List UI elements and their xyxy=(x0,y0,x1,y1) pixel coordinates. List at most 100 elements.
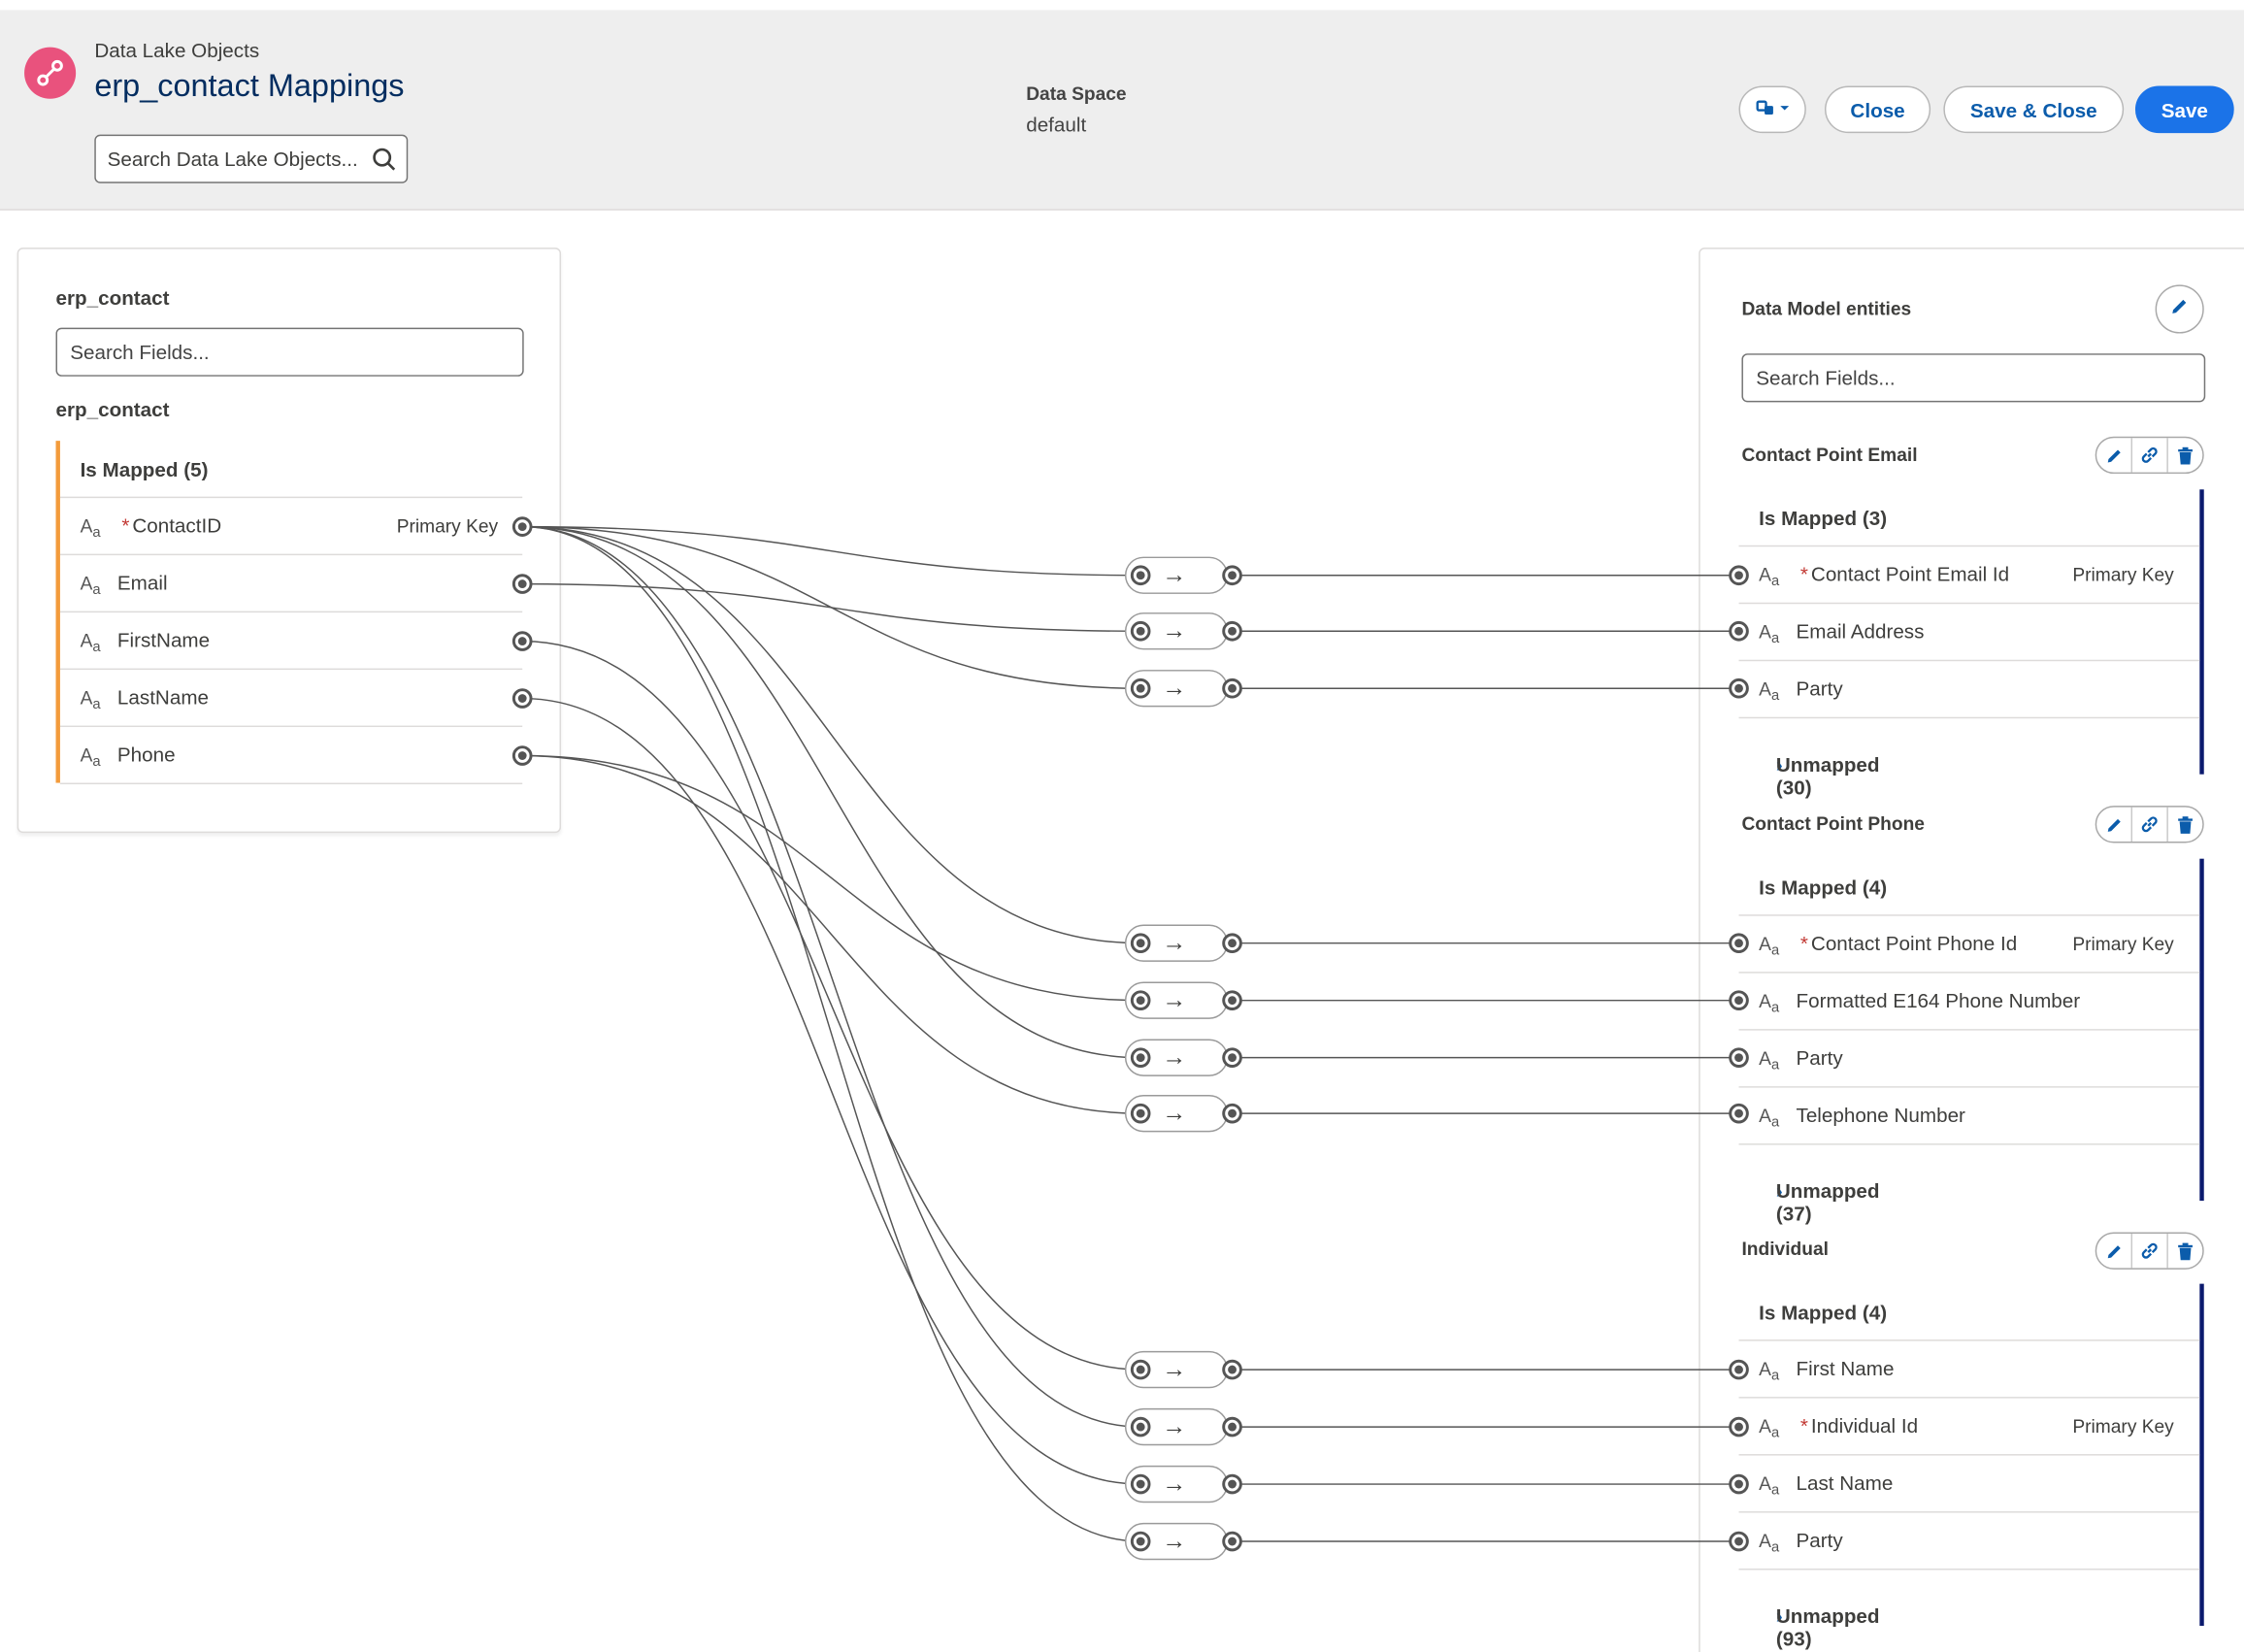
pill-input-node[interactable] xyxy=(1130,990,1151,1010)
pill-input-node[interactable] xyxy=(1130,1416,1151,1437)
pill-output-node[interactable] xyxy=(1222,1416,1242,1437)
target-connector-node[interactable] xyxy=(1729,1473,1749,1495)
pill-output-node[interactable] xyxy=(1222,1103,1242,1124)
trash-icon[interactable] xyxy=(2168,1234,2202,1268)
target-connector-node[interactable] xyxy=(1729,620,1749,642)
pencil-icon[interactable] xyxy=(2096,807,2133,843)
pill-input-node[interactable] xyxy=(1130,1103,1151,1124)
mapping-wire[interactable] xyxy=(522,525,1141,689)
transform-pill[interactable]: → xyxy=(1124,1094,1242,1133)
pill-input-node[interactable] xyxy=(1130,1473,1151,1495)
mapping-wire[interactable] xyxy=(522,525,1141,1428)
transform-pill[interactable]: → xyxy=(1124,670,1242,708)
trash-icon[interactable] xyxy=(2168,808,2202,842)
transform-pill[interactable]: → xyxy=(1124,556,1242,594)
search-data-lake-objects-input[interactable] xyxy=(95,136,361,182)
source-field-row[interactable]: Aa Email xyxy=(59,555,523,613)
mapping-menu-button[interactable] xyxy=(1738,85,1806,134)
search-data-lake-objects[interactable] xyxy=(94,134,409,183)
target-field-row[interactable]: Aa *Individual Id Primary Key xyxy=(1738,1399,2200,1456)
mapping-wire[interactable] xyxy=(522,525,1141,944)
source-field-row[interactable]: Aa Phone xyxy=(59,727,523,785)
source-connector-node[interactable] xyxy=(512,745,533,766)
target-connector-node[interactable] xyxy=(1729,990,1749,1010)
entity-mapped-header[interactable]: Is Mapped (4) xyxy=(1738,1284,2200,1341)
pill-output-node[interactable] xyxy=(1222,565,1242,586)
entity-mapped-header[interactable]: Is Mapped (4) xyxy=(1738,859,2200,916)
target-field-row[interactable]: Aa Telephone Number xyxy=(1738,1088,2200,1145)
save-button[interactable]: Save xyxy=(2134,85,2234,134)
search-icon[interactable] xyxy=(372,148,396,179)
breadcrumb[interactable]: Data Lake Objects xyxy=(94,38,260,62)
target-field-row[interactable]: Aa Formatted E164 Phone Number xyxy=(1738,974,2200,1031)
link-icon[interactable] xyxy=(2132,438,2168,473)
target-connector-node[interactable] xyxy=(1729,1359,1749,1380)
close-button[interactable]: Close xyxy=(1824,85,1931,134)
entity-unmapped-toggle[interactable]: › Unmapped (30) xyxy=(1739,718,2200,799)
transform-pill[interactable]: → xyxy=(1124,924,1242,962)
pill-input-node[interactable] xyxy=(1130,620,1151,642)
target-field-row[interactable]: Aa Email Address xyxy=(1738,604,2200,662)
source-connector-node[interactable] xyxy=(512,574,533,594)
entity-unmapped-toggle[interactable]: › Unmapped (93) xyxy=(1739,1570,2200,1650)
pill-output-node[interactable] xyxy=(1222,677,1242,699)
pill-input-node[interactable] xyxy=(1130,677,1151,699)
mapping-wire[interactable] xyxy=(522,640,1141,1371)
source-field-row[interactable]: Aa *ContactID Primary Key xyxy=(59,498,523,556)
transform-pill[interactable]: → xyxy=(1124,1350,1242,1389)
link-icon[interactable] xyxy=(2132,807,2168,843)
target-field-row[interactable]: Aa Party xyxy=(1738,1513,2200,1570)
trash-icon[interactable] xyxy=(2168,438,2202,472)
transform-pill[interactable]: → xyxy=(1124,1465,1242,1503)
mapping-wire[interactable] xyxy=(522,525,1141,577)
target-field-row[interactable]: Aa *Contact Point Phone Id Primary Key xyxy=(1738,916,2200,974)
source-field-row[interactable]: Aa LastName xyxy=(59,670,523,728)
target-connector-node[interactable] xyxy=(1729,933,1749,954)
save-close-button[interactable]: Save & Close xyxy=(1943,85,2125,134)
target-connector-node[interactable] xyxy=(1729,1103,1749,1124)
target-connector-node[interactable] xyxy=(1729,1531,1749,1552)
target-connector-node[interactable] xyxy=(1729,565,1749,586)
pill-input-node[interactable] xyxy=(1130,1359,1151,1380)
transform-pill[interactable]: → xyxy=(1124,1407,1242,1446)
pill-output-node[interactable] xyxy=(1222,1473,1242,1495)
target-field-row[interactable]: Aa *Contact Point Email Id Primary Key xyxy=(1738,546,2200,605)
target-field-row[interactable]: Aa First Name xyxy=(1738,1341,2200,1399)
pill-input-node[interactable] xyxy=(1130,933,1151,954)
mapping-wire[interactable] xyxy=(522,697,1141,1485)
pill-input-node[interactable] xyxy=(1130,565,1151,586)
mapping-wire[interactable] xyxy=(522,754,1141,1002)
pencil-icon[interactable] xyxy=(2096,438,2133,473)
mapping-wire[interactable] xyxy=(522,525,1141,1542)
source-search[interactable] xyxy=(55,327,524,377)
source-group-header[interactable]: Is Mapped (5) xyxy=(59,441,523,499)
source-connector-node[interactable] xyxy=(512,688,533,709)
mapping-wire[interactable] xyxy=(522,525,1141,1059)
target-field-row[interactable]: Aa Last Name xyxy=(1738,1456,2200,1513)
target-field-row[interactable]: Aa Party xyxy=(1738,1031,2200,1088)
pill-output-node[interactable] xyxy=(1222,620,1242,642)
pill-output-node[interactable] xyxy=(1222,933,1242,954)
transform-pill[interactable]: → xyxy=(1124,1522,1242,1561)
source-connector-node[interactable] xyxy=(512,516,533,537)
target-search-input[interactable] xyxy=(1742,354,2204,401)
mapping-wire[interactable] xyxy=(522,754,1141,1114)
pill-output-node[interactable] xyxy=(1222,1047,1242,1068)
pill-input-node[interactable] xyxy=(1130,1047,1151,1068)
transform-pill[interactable]: → xyxy=(1124,612,1242,650)
target-connector-node[interactable] xyxy=(1729,1416,1749,1437)
pill-output-node[interactable] xyxy=(1222,1359,1242,1380)
entity-unmapped-toggle[interactable]: › Unmapped (37) xyxy=(1739,1145,2200,1225)
pill-output-node[interactable] xyxy=(1222,990,1242,1010)
link-icon[interactable] xyxy=(2132,1234,2168,1269)
target-field-row[interactable]: Aa Party xyxy=(1738,661,2200,719)
pencil-icon[interactable] xyxy=(2096,1234,2133,1269)
source-field-row[interactable]: Aa FirstName xyxy=(59,612,523,671)
entity-mapped-header[interactable]: Is Mapped (3) xyxy=(1738,489,2200,547)
source-search-input[interactable] xyxy=(56,329,523,376)
source-connector-node[interactable] xyxy=(512,631,533,651)
target-connector-node[interactable] xyxy=(1729,677,1749,699)
edit-entities-button[interactable] xyxy=(2155,284,2204,334)
transform-pill[interactable]: → xyxy=(1124,981,1242,1019)
pill-output-node[interactable] xyxy=(1222,1531,1242,1552)
